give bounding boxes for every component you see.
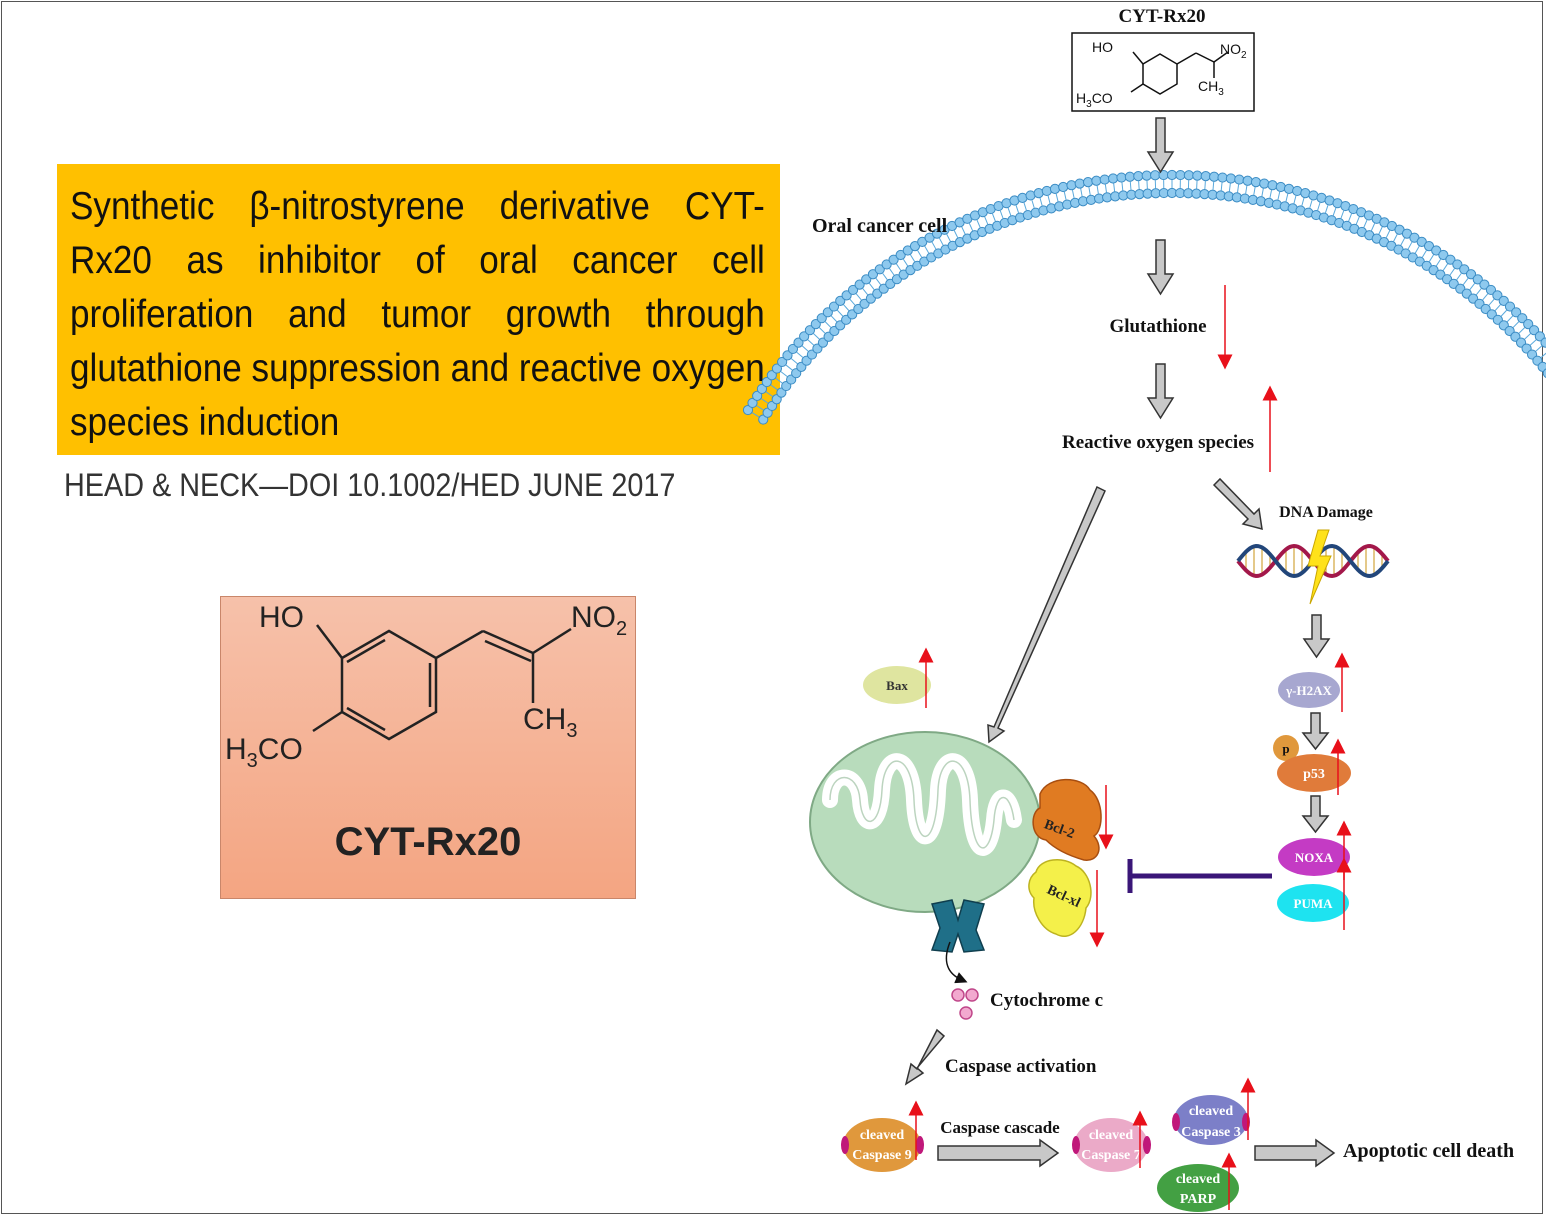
caspase3-node <box>1174 1095 1248 1145</box>
top-ch3: CH3 <box>1198 78 1224 98</box>
arrow-ros-to-dna <box>1212 477 1263 531</box>
release-arrow <box>945 941 968 984</box>
ch3-label: CH3 <box>523 703 577 742</box>
p53-node <box>1277 754 1351 792</box>
bax-node <box>863 666 931 704</box>
no2-label: NO2 <box>571 601 627 640</box>
bax-label: Bax <box>886 678 908 693</box>
caspase7-label: Caspase 7 <box>1081 1148 1141 1163</box>
h2ax-label: γ-H2AX <box>1285 683 1332 698</box>
arrow-ros-to-mito <box>987 485 1106 744</box>
compound-structure-box: HO NO2 CH3 H3CO CYT-Rx20 <box>220 596 636 899</box>
caspase9-tag <box>841 1136 849 1154</box>
arrow-membrane-to-gsh <box>1146 239 1175 296</box>
citation: HEAD & NECK—DOI 10.1002/HED JUNE 2017 <box>64 467 676 503</box>
cell-label: Oral cancer cell <box>812 215 948 237</box>
caspase3-tag <box>1172 1113 1180 1131</box>
arrow-dna-to-h2ax <box>1302 614 1331 659</box>
arrow-cyt-to-caspase <box>904 1028 946 1086</box>
caspase3-cleaved-label: cleaved <box>1189 1104 1234 1119</box>
dna-damage-label: DNA Damage <box>1279 504 1373 521</box>
title-box: Synthetic β-nitrostyrene derivative CYT-… <box>57 164 780 455</box>
p53-label: p53 <box>1303 767 1325 782</box>
lightning-icon <box>1307 529 1332 605</box>
top-ho: HO <box>1092 39 1113 55</box>
phospho-label: p <box>1282 741 1289 756</box>
bcl2-protein <box>1032 778 1102 861</box>
arrow-h2ax-to-p53 <box>1301 712 1330 751</box>
caspase9-cleaved-label: cleaved <box>860 1128 905 1143</box>
bclxl-protein <box>1028 859 1092 937</box>
caspase3-label: Caspase 3 <box>1181 1125 1241 1140</box>
mito-cristae-outline <box>829 760 1015 849</box>
parp-node <box>1157 1164 1239 1212</box>
noxa-label: NOXA <box>1295 850 1334 865</box>
glutathione-label: Glutathione <box>1109 316 1206 337</box>
caspase9-node <box>843 1118 921 1172</box>
flow-arrows <box>1146 117 1331 834</box>
membrane-channel <box>930 899 986 953</box>
caspase-cascade-label: Caspase cascade <box>940 1118 1060 1137</box>
cytochrome-c-icon <box>951 988 979 1020</box>
ros-label: Reactive oxygen species <box>1062 432 1254 453</box>
caspase7-tag <box>1072 1136 1080 1154</box>
graphical-abstract-title: Synthetic β-nitrostyrene derivative CYT-… <box>70 185 765 444</box>
caspase7-node <box>1074 1118 1148 1172</box>
caspase-activation-label: Caspase activation <box>945 1056 1097 1077</box>
parp-label: PARP <box>1180 1192 1217 1207</box>
cytochrome-c-label: Cytochrome c <box>990 990 1103 1011</box>
top-h3co: H3CO <box>1076 90 1113 110</box>
puma-node <box>1277 884 1349 922</box>
compound-name: CYT-Rx20 <box>335 820 522 864</box>
apoptosis-arrow <box>1254 1138 1336 1168</box>
noxa-node <box>1278 838 1350 876</box>
phospho-node <box>1273 735 1299 761</box>
arrow-p53-to-noxa <box>1301 795 1330 834</box>
caspase7-tag-right <box>1143 1136 1151 1154</box>
caspase9-label: Caspase 9 <box>852 1148 912 1163</box>
arrow-gsh-to-ros <box>1146 363 1175 420</box>
ho-label: HO <box>259 601 304 634</box>
cell-membrane <box>742 169 1546 425</box>
compound-top-structure <box>1130 51 1229 95</box>
h2ax-node <box>1278 672 1340 708</box>
caspase3-tag-right <box>1242 1113 1250 1131</box>
puma-label: PUMA <box>1294 896 1334 911</box>
parp-cleaved-label: cleaved <box>1176 1172 1221 1187</box>
mitochondrion <box>809 731 1041 913</box>
compound-top-label: CYT-Rx20 <box>1119 6 1206 27</box>
h3co-label: H3CO <box>225 733 303 772</box>
top-no2: NO2 <box>1220 41 1247 61</box>
caspase7-cleaved-label: cleaved <box>1089 1128 1134 1143</box>
cyt-rx20-structure: HO NO2 CH3 H3CO CYT-Rx20 <box>225 601 627 864</box>
caspase9-tag-right <box>916 1136 924 1154</box>
apoptosis-label: Apoptotic cell death <box>1343 1140 1514 1162</box>
cascade-arrow <box>937 1138 1060 1168</box>
arrow-compound-to-membrane <box>1146 117 1175 174</box>
compound-top-box <box>1071 32 1255 112</box>
